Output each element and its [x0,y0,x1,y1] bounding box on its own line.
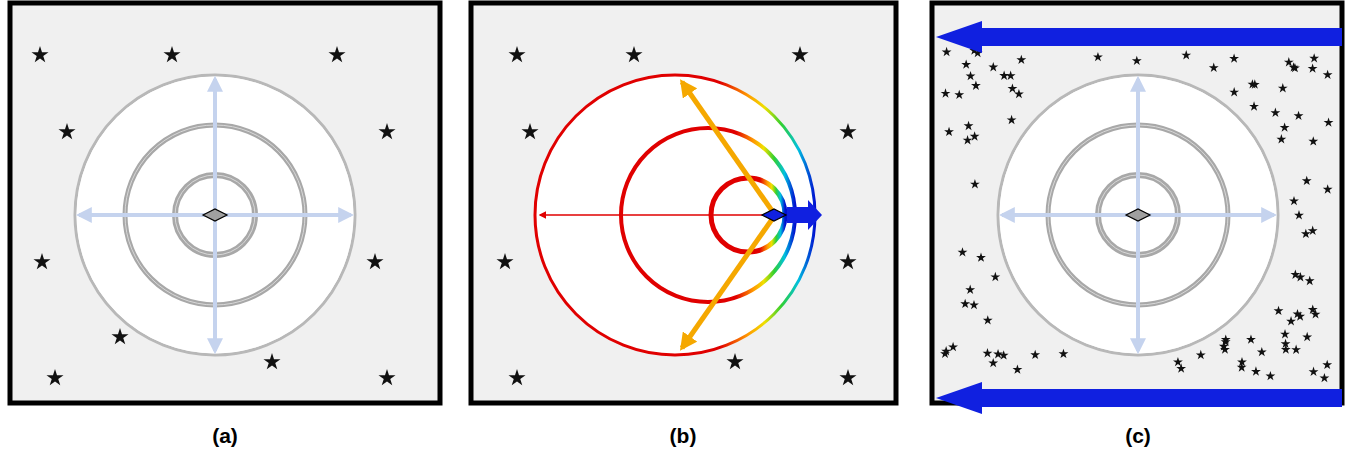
panel-frame [471,3,896,403]
doppler-rings [535,75,822,355]
shell-rings [998,75,1278,355]
source-diamond [203,209,227,221]
flow-arrow [936,21,1342,53]
star-field [496,46,856,385]
flow-arrow [936,382,1342,414]
shell-rings [75,75,355,355]
panel-frame [10,3,440,403]
panel-label: (c) [1125,424,1151,448]
panel-frame [932,3,1342,403]
star-field [940,45,1333,382]
source-diamond [762,209,786,221]
source-diamond [1126,209,1150,221]
star-field [31,46,395,385]
panel-label: (b) [670,424,697,448]
panel-label: (a) [212,424,238,448]
